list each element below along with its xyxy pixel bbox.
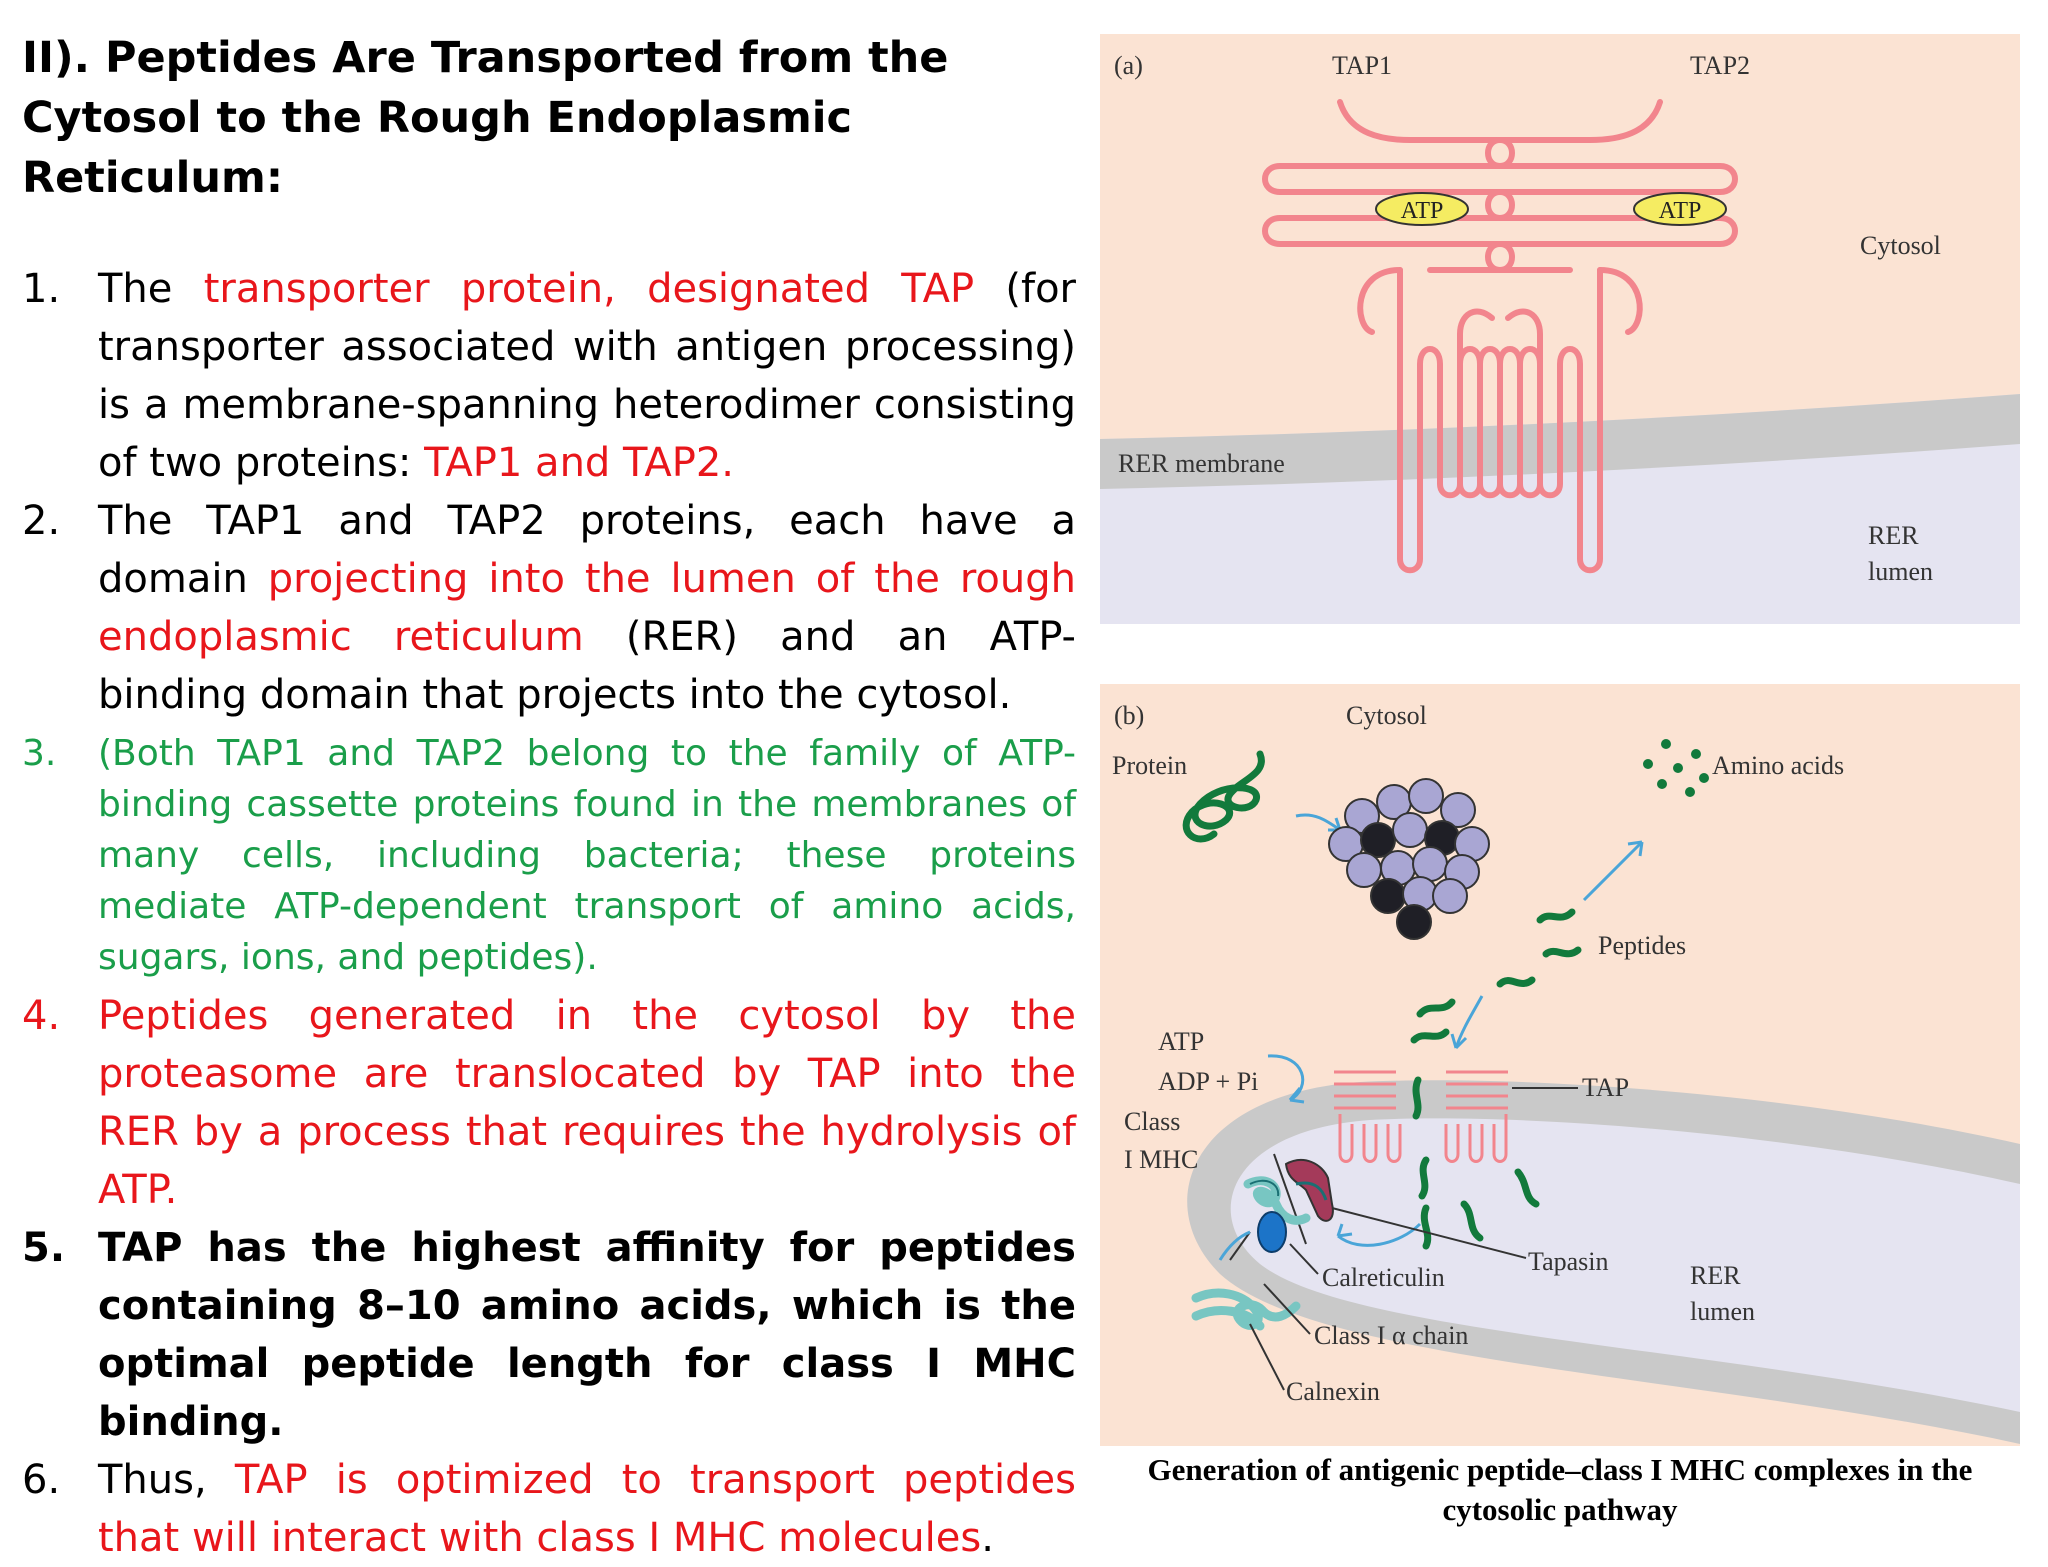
figure-svg: (a) TAP1 TAP2 Cytosol RER membrane RER l…: [1100, 34, 2020, 1446]
list-item-number: 2.: [22, 498, 61, 544]
list-item-text: (RER) and an ATP-binding domain that pro…: [98, 614, 1076, 718]
assembly-arrow: [1218, 1230, 1251, 1261]
list-item-number: 5.: [22, 1225, 66, 1271]
list-item-text: transporter protein, designated TAP: [203, 266, 975, 312]
panel-b: (b) Cytosol Protein Amino acids Peptides…: [1100, 684, 2020, 1446]
rer-membrane-label: RER membrane: [1118, 449, 1285, 478]
list-item-3: 3. (Both TAP1 and TAP2 belong to the fami…: [22, 728, 1076, 983]
tap-figure: (a) TAP1 TAP2 Cytosol RER membrane RER l…: [1100, 34, 2020, 1459]
list-item-text: Thus,: [98, 1457, 235, 1503]
tap-transporter-b: [1334, 1070, 1508, 1163]
mhc-complex: [1191, 1153, 1527, 1391]
list-item-number: 4.: [22, 993, 61, 1039]
alpha-chain-leader: [1263, 1283, 1311, 1335]
tap2-label: TAP2: [1690, 51, 1750, 80]
atp-badge-tap1: ATP: [1375, 192, 1469, 226]
page-heading: II). Peptides Are Transported from the C…: [22, 33, 949, 203]
list-item-1: 1. The transporter protein, designated TA…: [22, 260, 1076, 492]
protein-label: Protein: [1112, 751, 1187, 780]
calreticulin-label: Calreticulin: [1322, 1263, 1445, 1292]
calreticulin-leader: [1289, 1243, 1319, 1275]
list-item-number: 1.: [22, 266, 61, 312]
list-item-2: 2. The TAP1 and TAP2 proteins, each have …: [22, 492, 1076, 724]
tap-label-b: TAP: [1582, 1073, 1629, 1102]
atp-label-tap2: ATP: [1659, 198, 1702, 224]
list-item-text: (for transporter associated with antigen…: [98, 266, 1076, 486]
calnexin-shape: [1191, 1288, 1301, 1330]
rer-lumen-label-b2: lumen: [1690, 1297, 1755, 1326]
list-item-text: TAP is optimized to transport peptides t…: [98, 1457, 1076, 1561]
list-item-5: 5. TAP has the highest affinity for pepti…: [22, 1219, 1076, 1451]
rer-lumen-label-a1: RER: [1868, 521, 1919, 550]
class-label-1: Class: [1124, 1107, 1180, 1136]
alpha-chain-label: Class I α chain: [1314, 1321, 1468, 1350]
arrow-to-amino-acids-head: [1627, 840, 1644, 857]
amino-acids-label: Amino acids: [1712, 751, 1844, 780]
er-lumen: [1230, 1118, 2020, 1412]
text-column: II). Peptides Are Transported from the C…: [22, 28, 1076, 1567]
protein-coil: [1182, 750, 1265, 843]
tapasin-leader: [1331, 1207, 1527, 1259]
list-item-text: (Both TAP1 and TAP2 belong to the family…: [98, 733, 1076, 978]
rer-lumen-label-b1: RER: [1690, 1261, 1741, 1290]
figure-caption: Generation of antigenic peptide–class I …: [1147, 1452, 1973, 1527]
calnexin-leader: [1249, 1323, 1285, 1391]
list-item-number: 6.: [22, 1457, 61, 1503]
list-item-text: projecting into the lumen of the rough e…: [98, 556, 1076, 660]
arrow-to-tap-head: [1450, 1033, 1468, 1050]
rer-lumen-label-a2: lumen: [1868, 557, 1933, 586]
tapasin-label: Tapasin: [1528, 1247, 1609, 1276]
atp-hydrolysis-arrow: [1267, 1054, 1305, 1102]
list-item-number: 3.: [22, 733, 57, 774]
tap1-label: TAP1: [1332, 51, 1392, 80]
proteasome: [1328, 778, 1490, 940]
panel-a-label: (a): [1114, 51, 1143, 80]
panel-a: (a) TAP1 TAP2 Cytosol RER membrane RER l…: [1100, 34, 2020, 624]
list-item-text: .: [981, 1515, 994, 1561]
atp-hydrolysis-arrow-head: [1288, 1087, 1305, 1104]
list-item-text: TAP1 and TAP2.: [424, 440, 734, 486]
list-item-text: The TAP1 and TAP2 proteins, each have a …: [98, 498, 1076, 602]
list-item-text: The: [98, 266, 204, 312]
numbered-list: 1. The transporter protein, designated TA…: [22, 260, 1076, 1567]
list-item-text: TAP has the highest affinity for peptide…: [98, 1225, 1076, 1445]
amino-acid-dots: [1643, 739, 1709, 797]
class-label-2: I MHC: [1124, 1145, 1198, 1174]
peptides: [1410, 908, 1582, 1250]
list-item-4: 4. Peptides generated in the cytosol by t…: [22, 987, 1076, 1219]
atp-badge-tap2: ATP: [1633, 192, 1727, 226]
arrow-to-tap: [1454, 995, 1484, 1049]
peptides-label: Peptides: [1598, 931, 1686, 960]
list-item-text: Peptides generated in the cytosol by the…: [98, 993, 1076, 1213]
calreticulin-shape: [1257, 1211, 1287, 1253]
atp-label-tap1: ATP: [1401, 198, 1444, 224]
atp-label-b: ATP: [1158, 1027, 1204, 1056]
tap2-protein: [1457, 99, 1738, 574]
arrow-to-amino-acids: [1582, 840, 1644, 902]
arrow-to-proteasome: [1295, 813, 1341, 832]
cytosol-label-a: Cytosol: [1860, 231, 1941, 260]
calnexin-label: Calnexin: [1286, 1377, 1380, 1406]
cytosol-label-b: Cytosol: [1346, 701, 1427, 730]
panel-b-label: (b): [1114, 701, 1144, 730]
adp-pi-label: ADP + Pi: [1158, 1067, 1258, 1096]
list-item-6: 6. Thus, TAP is optimized to transport pe…: [22, 1451, 1076, 1567]
